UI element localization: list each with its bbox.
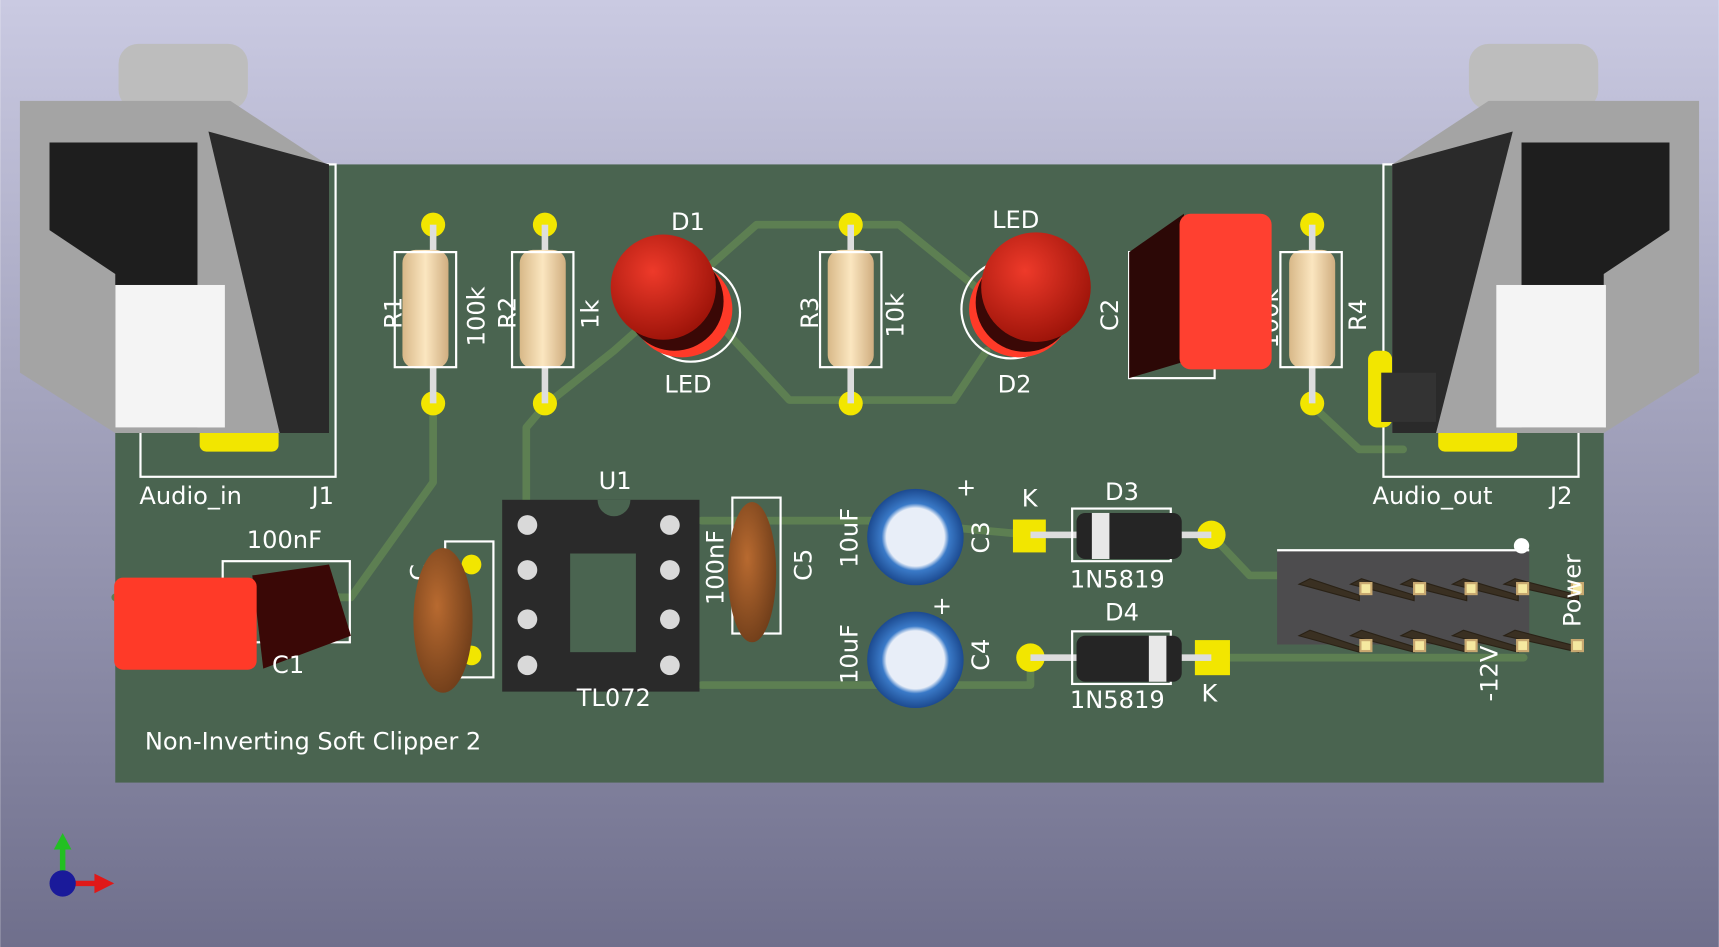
d1-value-label: LED xyxy=(664,370,711,398)
capacitor-c3[interactable]: 10uF + C3 xyxy=(835,473,995,586)
r1-ref-label: R1 xyxy=(379,297,407,329)
d4-cathode-label: K xyxy=(1201,679,1218,707)
r4-ref-label: R4 xyxy=(1344,299,1372,331)
led-d1[interactable]: D1 LED xyxy=(610,208,742,398)
u1-value-label: TL072 xyxy=(576,684,651,712)
c5-value-label: 100nF xyxy=(702,530,730,605)
resistor-r2[interactable]: R2 1k xyxy=(493,212,605,416)
d4-value-label: 1N5819 xyxy=(1070,686,1165,714)
c3-ref-label: C3 xyxy=(967,521,995,553)
u1-ref-label: U1 xyxy=(599,467,632,495)
power-header[interactable]: Power -12V xyxy=(1277,538,1587,701)
diode-d3[interactable]: K D3 1N5819 xyxy=(1012,478,1226,594)
c2-ref-label: C2 xyxy=(1096,299,1124,331)
c3-polarity-label: + xyxy=(956,473,976,501)
j2-ref-label: J2 xyxy=(1548,482,1572,510)
capacitor-c4[interactable]: 10uF + C4 xyxy=(835,592,995,709)
d1-ref-label: D1 xyxy=(671,208,705,236)
ic-u1[interactable]: U1 TL072 xyxy=(502,467,700,712)
j2-value-label: Audio_out xyxy=(1372,482,1492,510)
r2-value-label: 1k xyxy=(577,299,605,328)
c4-ref-label: C4 xyxy=(967,639,995,671)
c1-ref-label: C1 xyxy=(272,651,304,679)
diode-d4[interactable]: D4 1N5819 K xyxy=(1016,598,1230,714)
resistor-r3[interactable]: R3 10k xyxy=(796,212,909,416)
capacitor-ceramic-left[interactable]: C xyxy=(406,540,495,693)
d3-cathode-label: K xyxy=(1022,484,1039,512)
r3-ref-label: R3 xyxy=(796,297,824,329)
d2-value-label: LED xyxy=(992,206,1039,234)
led-d2[interactable]: LED D2 xyxy=(960,206,1091,398)
j1-value-label: Audio_in xyxy=(139,482,242,510)
capacitor-c1[interactable]: 100nF C1 xyxy=(114,526,351,679)
power-pin-label: -12V xyxy=(1475,645,1503,701)
c4-value-label: 10uF xyxy=(835,624,863,684)
resistor-r1[interactable]: R1 100k xyxy=(379,212,491,416)
d3-value-label: 1N5819 xyxy=(1070,565,1165,593)
c3-value-label: 10uF xyxy=(835,508,863,568)
jack-j1[interactable]: Audio_in J1 xyxy=(19,43,337,510)
r3-value-label: 10k xyxy=(881,293,909,338)
d4-ref-label: D4 xyxy=(1105,598,1139,626)
jack-j2[interactable]: Audio_out J2 xyxy=(1368,43,1700,510)
c5-ref-label: C5 xyxy=(789,549,817,581)
axis-gizmo-icon xyxy=(49,833,115,897)
d2-ref-label: D2 xyxy=(998,370,1032,398)
capacitor-c2[interactable]: C2 xyxy=(1096,213,1272,380)
power-ref-label: Power xyxy=(1559,554,1587,627)
c1-value-label: 100nF xyxy=(247,526,322,554)
board-title: Non-Inverting Soft Clipper 2 xyxy=(145,728,481,756)
d3-ref-label: D3 xyxy=(1105,478,1139,506)
j1-ref-label: J1 xyxy=(309,482,333,510)
capacitor-c5[interactable]: 100nF C5 xyxy=(702,496,818,643)
r2-ref-label: R2 xyxy=(493,297,521,329)
r1-value-label: 100k xyxy=(463,286,491,346)
c4-polarity-label: + xyxy=(932,592,952,620)
